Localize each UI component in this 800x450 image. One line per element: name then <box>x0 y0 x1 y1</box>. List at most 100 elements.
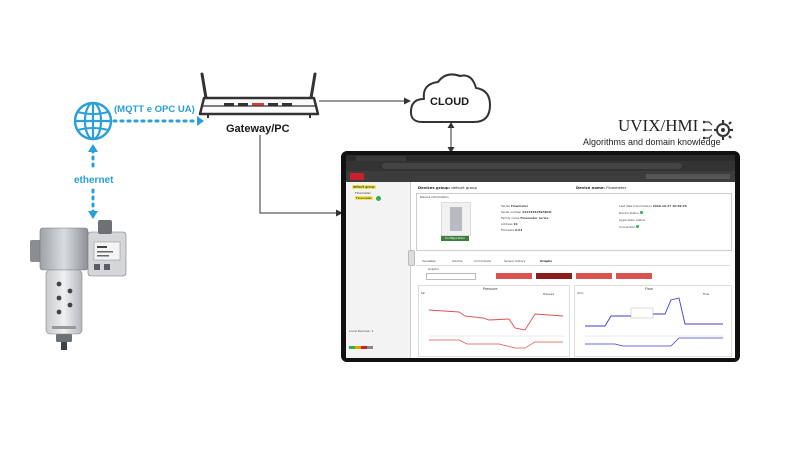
globe-icon <box>73 101 113 141</box>
ethernet-arrow-down <box>88 211 98 219</box>
tab-graphs[interactable]: Graphs <box>540 259 553 263</box>
cloud-arrow-up <box>447 122 455 128</box>
nav-items[interactable] <box>646 174 730 179</box>
field-row: Series Flowmeter <box>501 204 591 210</box>
status-label: Last data transmission <box>619 204 652 208</box>
field-row: Firmware 0.03 <box>501 228 591 234</box>
device-fields: Series Flowmeter Serial number 012345678… <box>501 204 591 244</box>
pressure-line-2 <box>429 339 563 349</box>
graph-btn-4[interactable] <box>616 273 652 279</box>
field-value: Flowmeter series <box>520 216 549 220</box>
status-row: Last data transmission 2020-10-27 10:09:… <box>619 204 729 211</box>
graphs-label: Graphs <box>428 267 439 271</box>
field-row: Serial number 0123456789ABCD <box>501 210 591 216</box>
brand-logo-text: UVIX/HMI <box>618 116 699 135</box>
flow-plot <box>585 297 723 347</box>
browser-addressbar <box>346 161 735 171</box>
field-value: 0123456789ABCD <box>522 210 552 214</box>
status-dot <box>636 225 640 228</box>
status-label: Application status <box>619 218 645 222</box>
field-value: 10 <box>513 222 518 226</box>
protocol-label: (MQTT e OPC UA) <box>114 104 195 115</box>
status-fields: Last data transmission 2020-10-27 10:09:… <box>619 204 729 244</box>
status-row: Application status <box>619 218 729 225</box>
flow-chart: Flow Flow l/min <box>574 285 732 357</box>
ethernet-arrow-up <box>88 144 98 152</box>
flow-unit: l/min <box>577 292 584 295</box>
device-name-value: Flowmeter <box>606 185 627 190</box>
app-logo <box>350 173 364 180</box>
status-row: Connection <box>619 225 729 232</box>
field-label: Firmware <box>501 228 515 232</box>
configuration-button[interactable]: Configuration <box>441 236 469 241</box>
field-value: 0.03 <box>515 228 523 232</box>
brand-tagline: Algorithms and domain knowledge <box>583 137 721 147</box>
flow-tooltip <box>630 307 654 319</box>
browser-tab[interactable] <box>356 156 406 161</box>
pressure-title: Pressure <box>483 287 498 291</box>
device-group-label: Devices group: default group <box>418 185 477 190</box>
tabs-bar: Variables Alarms Commands Sensor history… <box>416 259 730 266</box>
brand-logo: UVIX/HMI <box>618 117 698 135</box>
tab-variables[interactable]: Variables <box>422 259 436 263</box>
status-dot <box>639 211 643 214</box>
flow-legend: Flow <box>703 293 709 296</box>
device-info-panel: Device information Configuration Series … <box>416 193 732 251</box>
device-name-label: Device name: Flowmeter <box>576 185 626 190</box>
router-icon <box>198 72 320 118</box>
status-row: Device status <box>619 211 729 218</box>
pressure-legend: Pressure <box>543 293 555 296</box>
field-row: Address 10 <box>501 222 591 228</box>
status-label: Device status <box>619 211 639 215</box>
status-label: Connection <box>619 225 636 229</box>
tab-alarms[interactable]: Alarms <box>452 259 463 263</box>
sidebar-status-dots <box>349 346 373 349</box>
tree-status-dot <box>376 196 381 201</box>
graph-btn-2[interactable] <box>536 273 572 279</box>
tab-commands[interactable]: Commands <box>474 259 491 263</box>
app-navbar <box>346 171 735 182</box>
tab-sensor-history[interactable]: Sensor history <box>504 259 526 263</box>
app-screen: default group Flowmeter Flowmeter Local … <box>346 155 735 358</box>
field-label: Address <box>501 222 513 226</box>
device-name-key: Device name: <box>576 185 605 190</box>
browser-tabbar <box>346 155 735 161</box>
pressure-unit: bar <box>421 292 426 295</box>
gateway-label: Gateway/PC <box>226 123 290 135</box>
tree-item-2[interactable]: Flowmeter <box>355 196 373 200</box>
filter-device-image <box>30 220 127 350</box>
device-info-title: Device information <box>420 195 449 199</box>
sidebar-footer: Local Devices: 1 <box>349 329 374 333</box>
graph-btn-1[interactable] <box>496 273 532 279</box>
tree-root[interactable]: default group <box>352 185 376 189</box>
url-input[interactable] <box>382 163 682 169</box>
tree-item-1[interactable]: Flowmeter <box>355 191 371 195</box>
graph-select[interactable] <box>426 273 476 280</box>
cloud-icon <box>409 73 491 123</box>
field-label: Serial number <box>501 210 522 214</box>
flow-title: Flow <box>645 287 653 291</box>
device-thumbnail <box>441 202 471 236</box>
device-group-value: default group <box>451 185 477 190</box>
field-row: Family name Flowmeter series <box>501 216 591 222</box>
flow-line-2 <box>585 337 723 347</box>
graph-btn-3[interactable] <box>576 273 612 279</box>
status-value: 2020-10-27 10:09:26 <box>652 204 687 208</box>
pressure-chart: Pressure Pressure bar <box>418 285 570 357</box>
sidebar-collapse-handle[interactable] <box>408 250 415 266</box>
field-label: Family name <box>501 216 520 220</box>
pressure-line <box>428 309 564 331</box>
device-group-key: Devices group: <box>418 185 451 190</box>
app-sidebar: default group Flowmeter Flowmeter Local … <box>346 182 411 358</box>
pressure-plot <box>428 309 564 349</box>
cloud-arrow-down <box>447 147 455 153</box>
cloud-label: CLOUD <box>430 96 470 108</box>
router-laptop-arrow <box>336 209 343 217</box>
field-value: Flowmeter <box>510 204 529 208</box>
flow-line <box>585 297 723 327</box>
router-cloud-arrow <box>404 97 411 105</box>
router-laptop-link <box>259 135 336 214</box>
mqtt-arrow-head <box>197 116 204 126</box>
ethernet-label: ethernet <box>74 175 114 186</box>
